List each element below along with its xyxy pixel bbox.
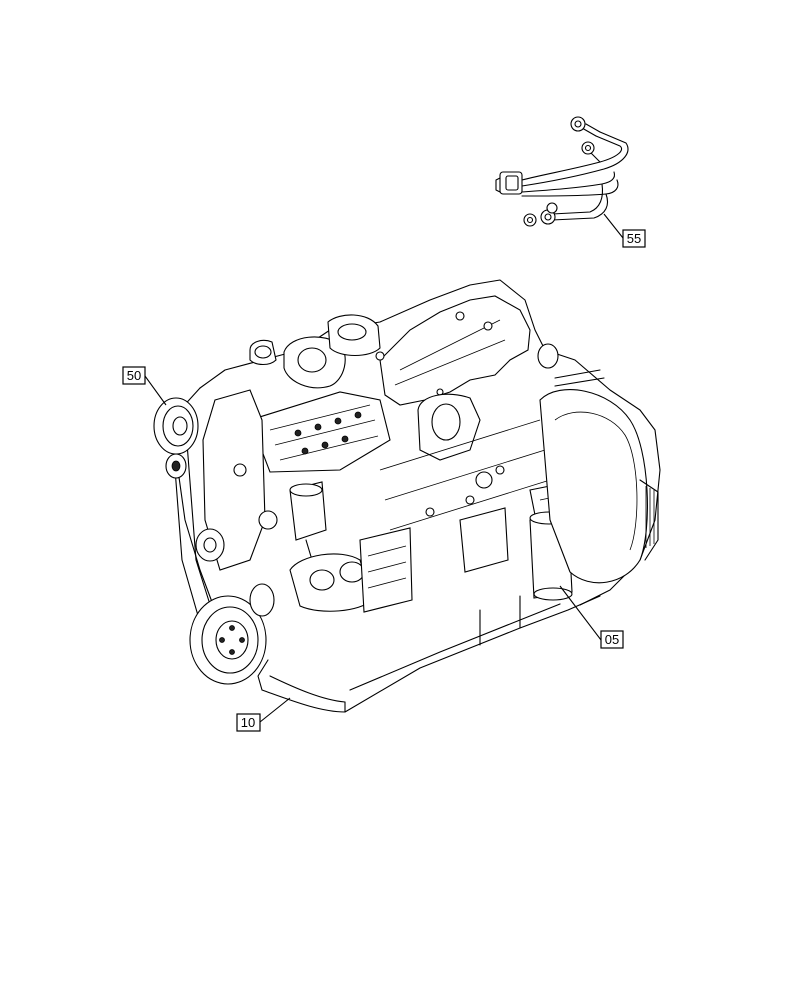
callout-10[interactable]: 10 (236, 697, 291, 732)
callout-55-label: 55 (627, 231, 641, 246)
callout-50[interactable]: 50 (122, 366, 167, 406)
wiring-harness-drawing (495, 116, 629, 227)
callout-05[interactable]: 05 (559, 585, 624, 649)
callout-10-label: 10 (241, 715, 255, 730)
callout-05-label: 05 (605, 632, 619, 647)
callout-50-label: 50 (127, 368, 141, 383)
engine-assembly-drawing (153, 279, 661, 713)
callout-55[interactable]: 55 (603, 213, 646, 248)
